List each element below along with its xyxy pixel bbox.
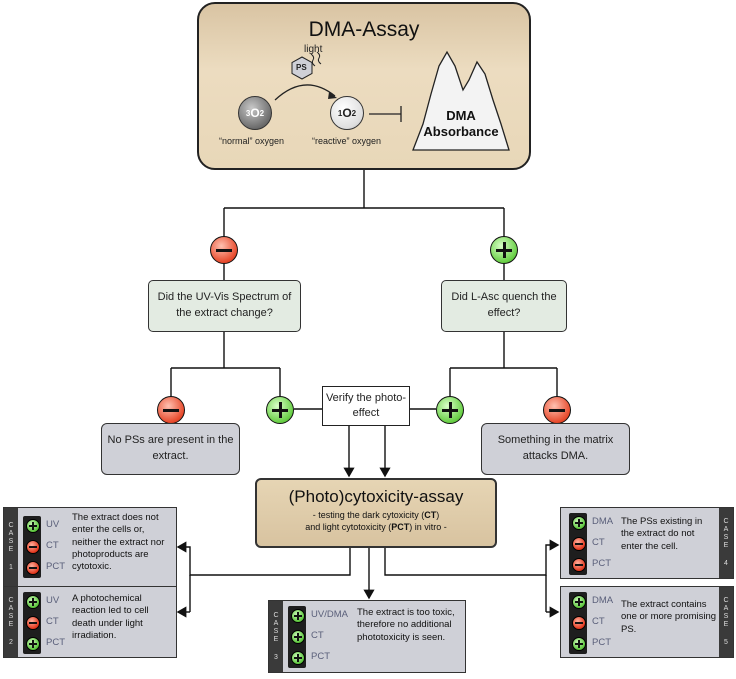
case-1-text: The extract does not enter the cells or,…	[72, 512, 165, 573]
case-2-text: A photochemical reaction led to cell dea…	[72, 593, 149, 642]
case-3-indicators	[288, 606, 306, 668]
inhibition-arrow	[369, 106, 402, 122]
case-3-ct-plus-icon	[291, 630, 305, 644]
case-2-uv-plus-icon	[26, 595, 40, 609]
case-1-pct-minus-icon	[26, 561, 40, 575]
case-4-pct-minus-icon	[572, 558, 586, 572]
ps-label: PS	[296, 63, 307, 72]
case-1-indicators	[23, 516, 41, 578]
result-no-ps: No PSs are present in the extract.	[101, 423, 240, 475]
case-5-indicators	[569, 592, 587, 654]
case-3-pct-plus-icon	[291, 651, 305, 665]
case-2-label-uv: UV	[46, 595, 60, 606]
case-2-pct-plus-icon	[26, 637, 40, 651]
case-5-pct-plus-icon	[572, 637, 586, 651]
case-1-label-ct: CT	[46, 540, 59, 551]
verify-photo-effect-box: Verify the photo-effect	[322, 386, 410, 426]
case-2-indicators	[23, 592, 41, 654]
case-3-text: The extract is too toxic, therefore no a…	[357, 607, 455, 643]
minus-symbol-dma	[210, 236, 238, 264]
case-4-text: The PSs existing in the extract do not e…	[621, 516, 703, 552]
minus-symbol-uvvis	[157, 396, 185, 424]
minus-symbol-lasc	[543, 396, 571, 424]
reactive-oxygen-label: “reactive” oxygen	[312, 136, 382, 146]
normal-oxygen-label: “normal” oxygen	[219, 136, 285, 146]
case-5-dma-plus-icon	[572, 595, 586, 609]
plus-symbol-dma	[490, 236, 518, 264]
case-2-label-pct: PCT	[46, 637, 65, 648]
question-uv-vis: Did the UV-Vis Spectrum of the extract c…	[148, 280, 301, 332]
dma-assay-title: DMA-Assay	[308, 18, 420, 41]
assay-title: (Photo)cytoxicity-assay	[288, 487, 464, 506]
case-4-label-dma: DMA	[592, 516, 614, 527]
case-3-label-uvdma: UV/DMA	[311, 609, 348, 620]
result-matrix-attacks: Something in the matrix attacks DMA.	[481, 423, 630, 475]
case-1-label-pct: PCT	[46, 561, 65, 572]
plus-symbol-uvvis	[266, 396, 294, 424]
case-1-uv-plus-icon	[26, 519, 40, 533]
case-5-label-dma: DMA	[592, 595, 614, 606]
dma-absorbance-spectrum	[412, 50, 510, 151]
case-3-label-pct: PCT	[311, 651, 330, 662]
case-2-ct-minus-icon	[26, 616, 40, 630]
case-4-dma-plus-icon	[572, 516, 586, 530]
assay-subtitle: - testing the dark cytoxicity (CT) and l…	[305, 510, 447, 533]
reaction-arrow	[274, 84, 337, 101]
case-4-label-ct: CT	[592, 537, 605, 548]
photocytotoxicity-assay-box: (Photo)cytoxicity-assay - testing the da…	[255, 478, 497, 548]
case-2-label-ct: CT	[46, 616, 59, 627]
case-1-ct-minus-icon	[26, 540, 40, 554]
case-1-label-uv: UV	[46, 519, 60, 530]
case-5-text: The extract contains one or more promisi…	[621, 599, 717, 635]
case-3-label-ct: CT	[311, 630, 324, 641]
plus-symbol-lasc	[436, 396, 464, 424]
question-l-asc: Did L-Asc quench the effect?	[441, 280, 567, 332]
case-4-label-pct: PCT	[592, 558, 611, 569]
case-4-indicators	[569, 513, 587, 575]
light-rays-icon	[310, 51, 322, 67]
light-label: light	[304, 44, 323, 55]
case-4-ct-minus-icon	[572, 537, 586, 551]
case-5-ct-minus-icon	[572, 616, 586, 630]
case-5-label-ct: CT	[592, 616, 605, 627]
case-3-uvdma-plus-icon	[291, 609, 305, 623]
case-5-label-pct: PCT	[592, 637, 611, 648]
